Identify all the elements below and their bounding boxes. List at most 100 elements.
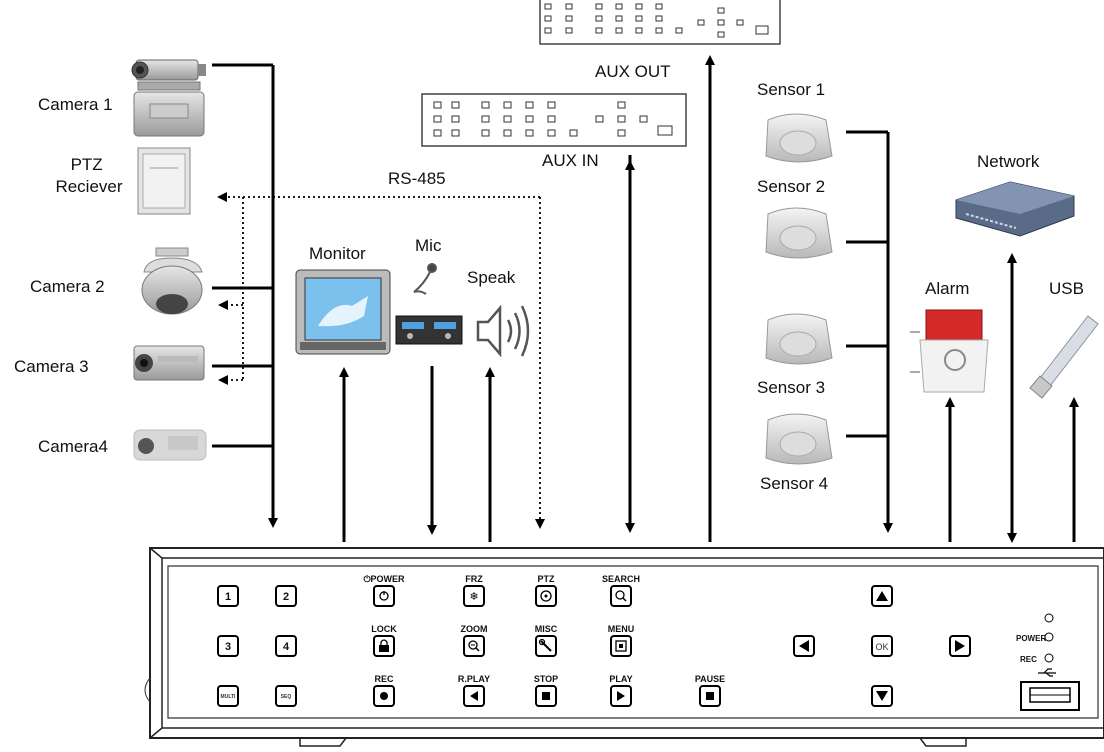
key-2[interactable]: 2 bbox=[275, 585, 297, 607]
status-led bbox=[1044, 613, 1054, 623]
aux-in-dvr-icon bbox=[421, 93, 687, 147]
sensor3-icon bbox=[765, 313, 833, 365]
rec-led-label: REC bbox=[1020, 655, 1037, 664]
key-4-label: 4 bbox=[283, 641, 290, 653]
camera4-label: Camera4 bbox=[38, 437, 108, 456]
ok-key-label: OK bbox=[875, 642, 888, 652]
ptz-icon bbox=[540, 590, 552, 602]
key-1[interactable]: 1 bbox=[217, 585, 239, 607]
usb-port[interactable] bbox=[1020, 681, 1080, 711]
alarm-siren-icon bbox=[910, 309, 989, 393]
pause-button[interactable]: PAUSE bbox=[695, 674, 725, 707]
alarm-label: Alarm bbox=[925, 279, 969, 298]
zoom-button[interactable]: ZOOM bbox=[461, 624, 488, 657]
misc-label: MISC bbox=[535, 624, 558, 634]
menu-icon bbox=[615, 640, 627, 652]
camera1-label: Camera 1 bbox=[38, 95, 113, 114]
right-device-arrows bbox=[945, 253, 1079, 543]
ptz-receiver-label: PTZ Reciever bbox=[55, 155, 122, 196]
lock-icon bbox=[379, 639, 389, 652]
rec-led bbox=[1044, 653, 1054, 663]
up-key[interactable] bbox=[871, 585, 893, 607]
speak-label: Speak bbox=[467, 268, 516, 287]
camera2-label: Camera 2 bbox=[30, 277, 105, 296]
right-key[interactable] bbox=[949, 635, 971, 657]
pan-tilt-head-icon bbox=[133, 81, 205, 137]
aux-out-label: AUX OUT bbox=[595, 62, 671, 81]
camera3-label: Camera 3 bbox=[14, 357, 89, 376]
power-label: ⏻POWER bbox=[363, 574, 405, 584]
svg-text:❄: ❄ bbox=[469, 590, 478, 603]
ptz-button[interactable]: PTZ bbox=[535, 574, 557, 607]
rec-label: REC bbox=[374, 674, 394, 684]
zoom-label: ZOOM bbox=[461, 624, 488, 634]
play-button[interactable]: PLAY bbox=[609, 674, 633, 707]
sensor2-label: Sensor 2 bbox=[757, 177, 825, 196]
down-key[interactable] bbox=[871, 685, 893, 707]
stop-label: STOP bbox=[534, 674, 558, 684]
sensor1-label: Sensor 1 bbox=[757, 80, 825, 99]
network-switch-icon bbox=[955, 181, 1075, 237]
stop-icon bbox=[542, 692, 550, 700]
rec-button[interactable]: REC bbox=[373, 674, 395, 707]
monitor-label: Monitor bbox=[309, 244, 366, 263]
key-2-label: 2 bbox=[283, 591, 289, 603]
multi-key[interactable]: MULTI bbox=[217, 685, 239, 707]
ok-key[interactable]: OK bbox=[871, 635, 893, 657]
camera3-icon bbox=[133, 345, 205, 381]
pause-icon bbox=[706, 692, 714, 700]
r-play-button[interactable]: R.PLAY bbox=[458, 674, 490, 707]
aux-out-dvr-icon bbox=[539, 0, 781, 45]
sensor4-icon bbox=[765, 413, 833, 465]
freeze-icon: ❄ bbox=[469, 590, 478, 603]
ptz-receiver-line2: Reciever bbox=[55, 177, 122, 196]
sensor4-label: Sensor 4 bbox=[760, 474, 828, 493]
key-3-label: 3 bbox=[225, 641, 231, 653]
search-label: SEARCH bbox=[602, 574, 640, 584]
misc-button[interactable]: MISC bbox=[535, 624, 558, 657]
aux-in-label: AUX IN bbox=[542, 151, 599, 170]
stop-button[interactable]: STOP bbox=[534, 674, 558, 707]
seq-key[interactable]: SEQ bbox=[275, 685, 297, 707]
ptz-receiver-line1: PTZ bbox=[71, 155, 103, 174]
aux-arrows bbox=[625, 55, 715, 542]
power-button[interactable]: ⏻POWER bbox=[363, 574, 405, 607]
pause-label: PAUSE bbox=[695, 674, 725, 684]
key-4[interactable]: 4 bbox=[275, 635, 297, 657]
mic-icon bbox=[413, 263, 437, 295]
sensor3-label: Sensor 3 bbox=[757, 378, 825, 397]
network-label: Network bbox=[977, 152, 1040, 171]
camera2-dome-icon bbox=[141, 247, 203, 315]
monitor-icon bbox=[295, 269, 391, 355]
left-key[interactable] bbox=[793, 635, 815, 657]
sensor2-icon bbox=[765, 207, 833, 259]
sensor1-icon bbox=[765, 113, 833, 163]
power-led-label: POWER bbox=[1016, 634, 1046, 643]
rs485-dotted-line bbox=[217, 192, 545, 529]
camera1-icon bbox=[131, 59, 206, 81]
key-3[interactable]: 3 bbox=[217, 635, 239, 657]
mic-label: Mic bbox=[415, 236, 442, 255]
camera4-icon bbox=[133, 429, 207, 461]
lock-button[interactable]: LOCK bbox=[371, 624, 397, 657]
search-button[interactable]: SEARCH bbox=[602, 574, 640, 607]
zoom-icon bbox=[468, 640, 480, 652]
wrench-icon bbox=[538, 638, 552, 652]
seq-key-label: SEQ bbox=[281, 694, 292, 700]
menu-button[interactable]: MENU bbox=[608, 624, 635, 657]
ptz-label: PTZ bbox=[538, 574, 556, 584]
sensor-bus-wiring bbox=[846, 130, 893, 533]
power-led bbox=[1044, 632, 1054, 642]
ptz-receiver-icon bbox=[137, 147, 191, 215]
frz-button[interactable]: ❄FRZ bbox=[463, 574, 485, 607]
multi-key-label: MULTI bbox=[221, 694, 237, 700]
record-icon bbox=[380, 692, 388, 700]
rs485-label: RS-485 bbox=[388, 169, 446, 188]
usb-symbol-icon bbox=[1038, 668, 1056, 677]
function-buttons: ⏻POWER ❄FRZ PTZ SEARCH LOCK ZOOM MISC MENU REC R.… bbox=[363, 574, 725, 707]
play-icon bbox=[617, 691, 625, 701]
menu-label: MENU bbox=[608, 624, 635, 634]
reverse-play-icon bbox=[470, 691, 478, 701]
play-label: PLAY bbox=[609, 674, 632, 684]
